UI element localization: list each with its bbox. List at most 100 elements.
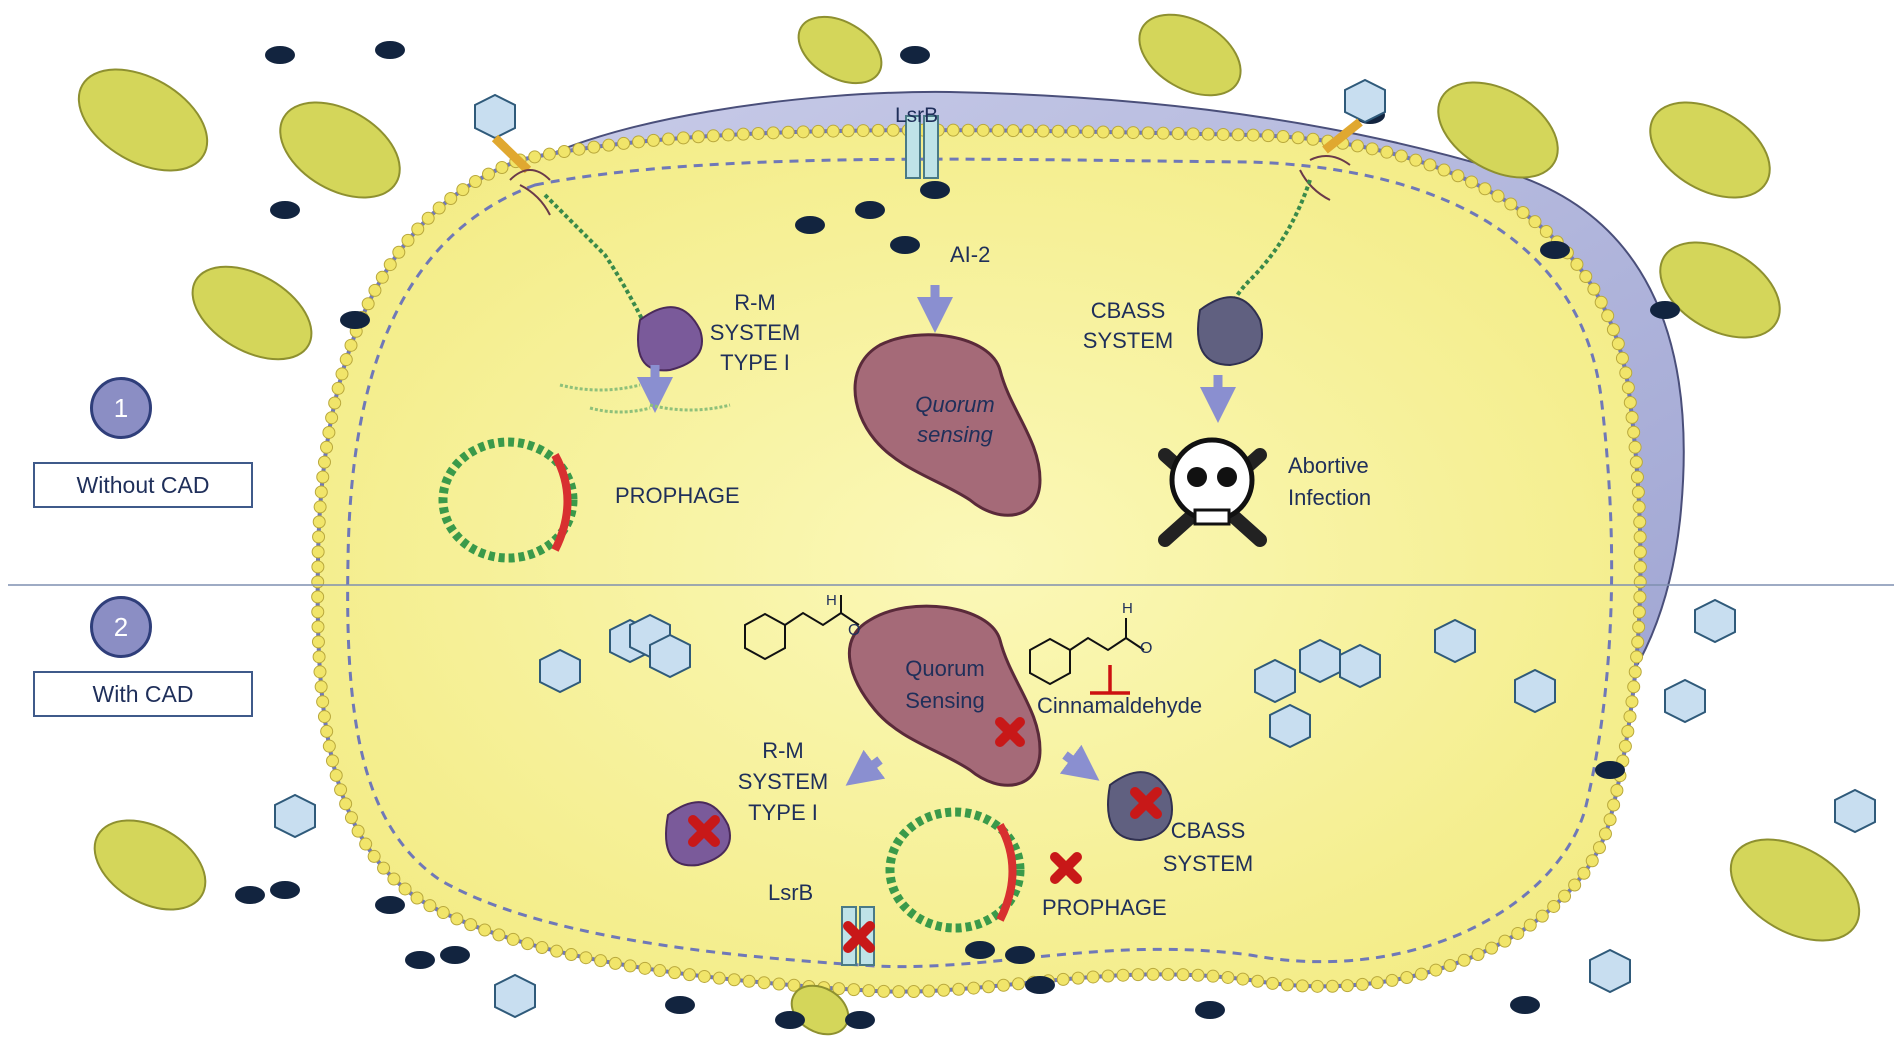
- membrane-bead: [1231, 128, 1245, 142]
- membrane-bead: [742, 974, 756, 988]
- membrane-bead: [410, 891, 424, 905]
- membrane-bead: [922, 984, 936, 998]
- oxygen-label-left: O: [848, 622, 860, 639]
- membrane-bead: [712, 971, 726, 985]
- membrane-bead: [877, 984, 891, 998]
- membrane-bead: [1585, 854, 1599, 868]
- membrane-bead: [1171, 127, 1185, 141]
- ai2-molecule: [1595, 761, 1625, 779]
- membrane-bead: [1096, 125, 1110, 139]
- membrane-bead: [1587, 282, 1601, 296]
- membrane-bead: [1618, 739, 1632, 753]
- membrane-bead: [1081, 125, 1095, 139]
- phage-cluster-left: [274, 613, 691, 1019]
- membrane-bead: [967, 981, 981, 995]
- membrane-bead: [311, 620, 325, 634]
- ai2-molecules: [235, 41, 1680, 1029]
- membrane-bead: [1627, 680, 1641, 694]
- membrane-bead: [401, 233, 415, 247]
- ai2-molecule: [855, 201, 885, 219]
- panel-number-1: 1: [90, 377, 152, 439]
- membrane-bead: [1628, 665, 1642, 679]
- membrane-beads: [311, 123, 1647, 999]
- membrane-bead: [961, 123, 975, 137]
- ai2-molecule: [265, 46, 295, 64]
- x-icon: [688, 815, 720, 847]
- quorum-blob-bottom: [847, 604, 1042, 787]
- membrane-bead: [312, 515, 326, 529]
- bacterium: [191, 265, 313, 361]
- membrane-bead: [1603, 813, 1617, 827]
- membrane-bead: [1619, 366, 1633, 380]
- quorum-label-top-1: Quorum: [915, 392, 994, 417]
- membrane-bead: [478, 923, 492, 937]
- membrane-bead: [982, 980, 996, 994]
- membrane-bead: [317, 455, 331, 469]
- membrane-bead: [946, 123, 960, 137]
- membrane-bead: [1400, 971, 1414, 985]
- inner-membrane: [346, 157, 1614, 969]
- membrane-bead: [316, 470, 330, 484]
- membrane-bead: [646, 133, 660, 147]
- membrane-bead: [862, 984, 876, 998]
- ai2-molecule: [270, 201, 300, 219]
- membrane-bead: [1633, 515, 1647, 529]
- membrane-bead: [937, 983, 951, 997]
- membrane-bead: [1632, 500, 1646, 514]
- membrane-bead: [1186, 127, 1200, 141]
- membrane-bead: [1291, 131, 1305, 145]
- bacterium: [1729, 838, 1861, 942]
- bacterium: [797, 15, 883, 85]
- rm-label-bottom-2: SYSTEM: [738, 769, 828, 794]
- membrane-bead: [1598, 827, 1612, 841]
- membrane-bead: [1266, 976, 1280, 990]
- membrane-bead: [697, 969, 711, 983]
- membrane-bead: [339, 797, 353, 811]
- membrane-bead: [757, 976, 771, 990]
- abortive-label-1: Abortive: [1288, 453, 1369, 478]
- ai2-molecule: [900, 46, 930, 64]
- membrane-bead: [368, 283, 382, 297]
- membrane-bead: [1126, 126, 1140, 140]
- membrane-bead: [1498, 934, 1512, 948]
- hydrogen-label-right: H: [1122, 600, 1133, 617]
- membrane-bead: [1086, 970, 1100, 984]
- membrane-bead: [339, 353, 353, 367]
- membrane-bead: [1176, 968, 1190, 982]
- membrane-bead: [1306, 132, 1320, 146]
- quorum-label-bottom-2: Sensing: [905, 688, 985, 713]
- membrane-bead: [1633, 590, 1647, 604]
- membrane-bead: [1627, 425, 1641, 439]
- membrane-bead: [766, 126, 780, 140]
- bacterium: [1659, 241, 1781, 339]
- membrane-bead: [1423, 158, 1437, 172]
- membrane-bead: [456, 183, 470, 197]
- membrane-bead: [976, 123, 990, 137]
- degraded-dna: [559, 383, 731, 414]
- membrane-bead: [320, 724, 334, 738]
- membrane-bead: [991, 123, 1005, 137]
- membrane-bead: [1516, 206, 1530, 220]
- membrane-bead: [572, 142, 586, 156]
- cinnamaldehyde-structure-left: [744, 595, 860, 661]
- cbass-label-top-2: SYSTEM: [1083, 328, 1173, 353]
- membrane-bead: [1066, 124, 1080, 138]
- membrane-bead: [781, 125, 795, 139]
- membrane-bead: [826, 124, 840, 138]
- membrane-bead: [579, 951, 593, 965]
- membrane-bead: [1610, 783, 1624, 797]
- ai2-molecule: [1005, 946, 1035, 964]
- membrane-bead: [450, 912, 464, 926]
- membrane-bead: [1141, 126, 1155, 140]
- quorum-blob-top: [853, 333, 1042, 517]
- membrane-bead: [387, 872, 401, 886]
- x-icon: [995, 717, 1025, 747]
- abortive-label-2: Infection: [1288, 485, 1371, 510]
- membrane-bead: [495, 160, 509, 174]
- cbass-label-bottom-1: CBASS: [1171, 818, 1246, 843]
- membrane-bead: [871, 123, 885, 137]
- cbass-enzyme-top: [1197, 296, 1263, 367]
- membrane-bead: [314, 680, 328, 694]
- membrane-bead: [952, 982, 966, 996]
- membrane-bead: [367, 849, 381, 863]
